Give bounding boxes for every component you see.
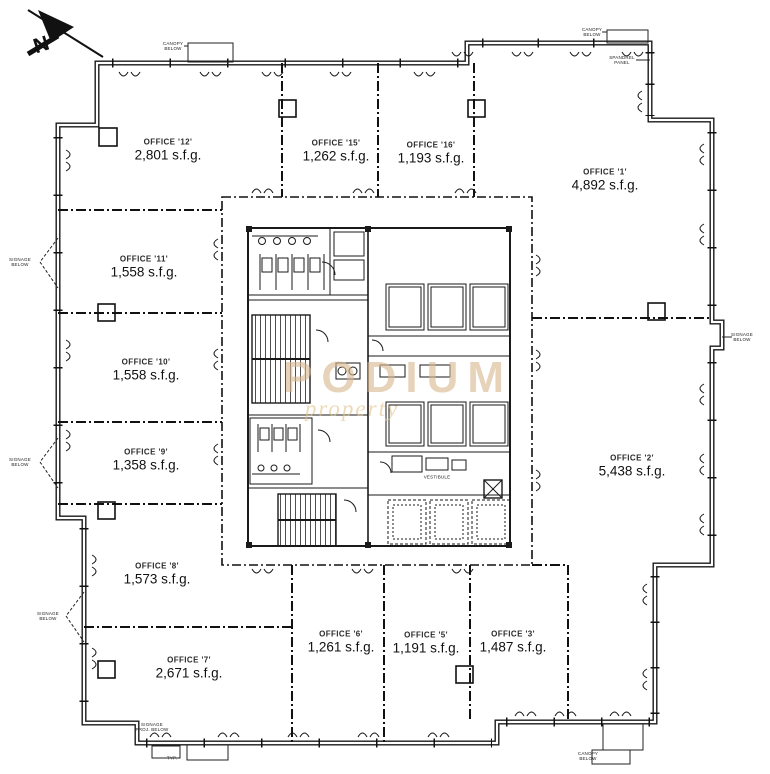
office-8-label: OFFICE '8' 1,573 s.f.g. bbox=[124, 562, 191, 587]
office-11-area: 1,558 s.f.g. bbox=[110, 264, 178, 280]
office-7-label: OFFICE '7' 2,671 s.f.g. bbox=[156, 656, 223, 681]
core-boundary bbox=[213, 188, 541, 574]
office-15-label: OFFICE '15' 1,262 s.f.g. bbox=[303, 139, 370, 164]
washroom-lower bbox=[248, 414, 368, 485]
roof-projections bbox=[39, 29, 732, 765]
curtain-wall-mullions bbox=[53, 38, 717, 748]
office-10-label: OFFICE '10' 1,558 s.f.g. bbox=[113, 358, 180, 383]
office-10-area: 1,558 s.f.g. bbox=[112, 367, 180, 383]
office-2-label: OFFICE '2' 5,438 s.f.g. bbox=[599, 454, 666, 479]
annotation-top-right-1: CANOPY BELOW bbox=[581, 26, 603, 37]
office-5-area: 1,191 s.f.g. bbox=[392, 640, 460, 656]
office-3-area: 1,487 s.f.g. bbox=[479, 639, 547, 655]
demising-walls bbox=[58, 63, 712, 743]
office-16-name: OFFICE '16' bbox=[406, 140, 456, 150]
office-16-label: OFFICE '16' 1,193 s.f.g. bbox=[398, 141, 465, 166]
annotation-right-1: SIGNAGE BELOW bbox=[731, 331, 753, 342]
office-5-label: OFFICE '5' 1,191 s.f.g. bbox=[393, 631, 460, 656]
office-3-label: OFFICE '3' 1,487 s.f.g. bbox=[480, 630, 547, 655]
structural-columns bbox=[97, 99, 666, 684]
office-8-area: 1,573 s.f.g. bbox=[123, 571, 191, 587]
office-15-area: 1,262 s.f.g. bbox=[302, 148, 370, 164]
office-1-name: OFFICE '1' bbox=[583, 167, 627, 177]
office-9-name: OFFICE '9' bbox=[124, 447, 168, 457]
annotation-top-right-2: SPANDREL PANEL bbox=[609, 54, 635, 65]
exterior-walls bbox=[53, 38, 725, 748]
annotation-bottom-1: SIGNAGE PROJ. BELOW bbox=[135, 721, 169, 732]
building-core bbox=[246, 226, 512, 548]
core-room-label: VESTIBULE bbox=[423, 474, 451, 480]
office-12-name: OFFICE '12' bbox=[143, 137, 193, 147]
stair-upper bbox=[251, 314, 361, 404]
watermark-sub: property bbox=[304, 396, 400, 421]
office-2-name: OFFICE '2' bbox=[610, 453, 654, 463]
office-9-label: OFFICE '9' 1,358 s.f.g. bbox=[113, 448, 180, 473]
office-6-name: OFFICE '6' bbox=[319, 629, 363, 639]
office-9-area: 1,358 s.f.g. bbox=[112, 457, 180, 473]
office-11-name: OFFICE '11' bbox=[119, 254, 169, 264]
office-1-area: 4,892 s.f.g. bbox=[571, 177, 639, 193]
office-12-area: 2,801 s.f.g. bbox=[134, 147, 202, 163]
washroom-upper bbox=[248, 228, 368, 301]
annotation-left-2: SIGNAGE BELOW bbox=[9, 456, 31, 467]
office-1-label: OFFICE '1' 4,892 s.f.g. bbox=[572, 168, 639, 193]
office-2-area: 5,438 s.f.g. bbox=[598, 463, 666, 479]
elevator-bank bbox=[368, 283, 511, 545]
office-11-label: OFFICE '11' 1,558 s.f.g. bbox=[111, 255, 178, 280]
annotation-left-3: SIGNAGE BELOW bbox=[37, 610, 59, 621]
stair-lower bbox=[248, 487, 368, 547]
office-3-name: OFFICE '3' bbox=[491, 629, 535, 639]
office-7-area: 2,671 s.f.g. bbox=[155, 665, 223, 681]
office-15-name: OFFICE '15' bbox=[311, 138, 361, 148]
office-7-name: OFFICE '7' bbox=[167, 655, 211, 665]
annotation-top-left: CANOPY BELOW bbox=[162, 40, 184, 51]
office-10-name: OFFICE '10' bbox=[121, 357, 171, 367]
office-16-area: 1,193 s.f.g. bbox=[397, 150, 465, 166]
office-12-label: OFFICE '12' 2,801 s.f.g. bbox=[135, 138, 202, 163]
core-corner-posts bbox=[246, 226, 512, 548]
svg-text:N: N bbox=[31, 32, 53, 59]
annotation-bottom-2: TYP. bbox=[166, 755, 178, 761]
office-5-name: OFFICE '5' bbox=[404, 630, 448, 640]
annotation-bottom-3: CANOPY BELOW bbox=[577, 750, 599, 761]
office-6-label: OFFICE '6' 1,261 s.f.g. bbox=[308, 630, 375, 655]
office-6-area: 1,261 s.f.g. bbox=[307, 639, 375, 655]
office-8-name: OFFICE '8' bbox=[135, 561, 179, 571]
annotation-left-1: SIGNAGE BELOW bbox=[9, 256, 31, 267]
watermark-main: PODIUM bbox=[283, 353, 513, 402]
north-arrow-icon: N bbox=[26, 9, 104, 59]
